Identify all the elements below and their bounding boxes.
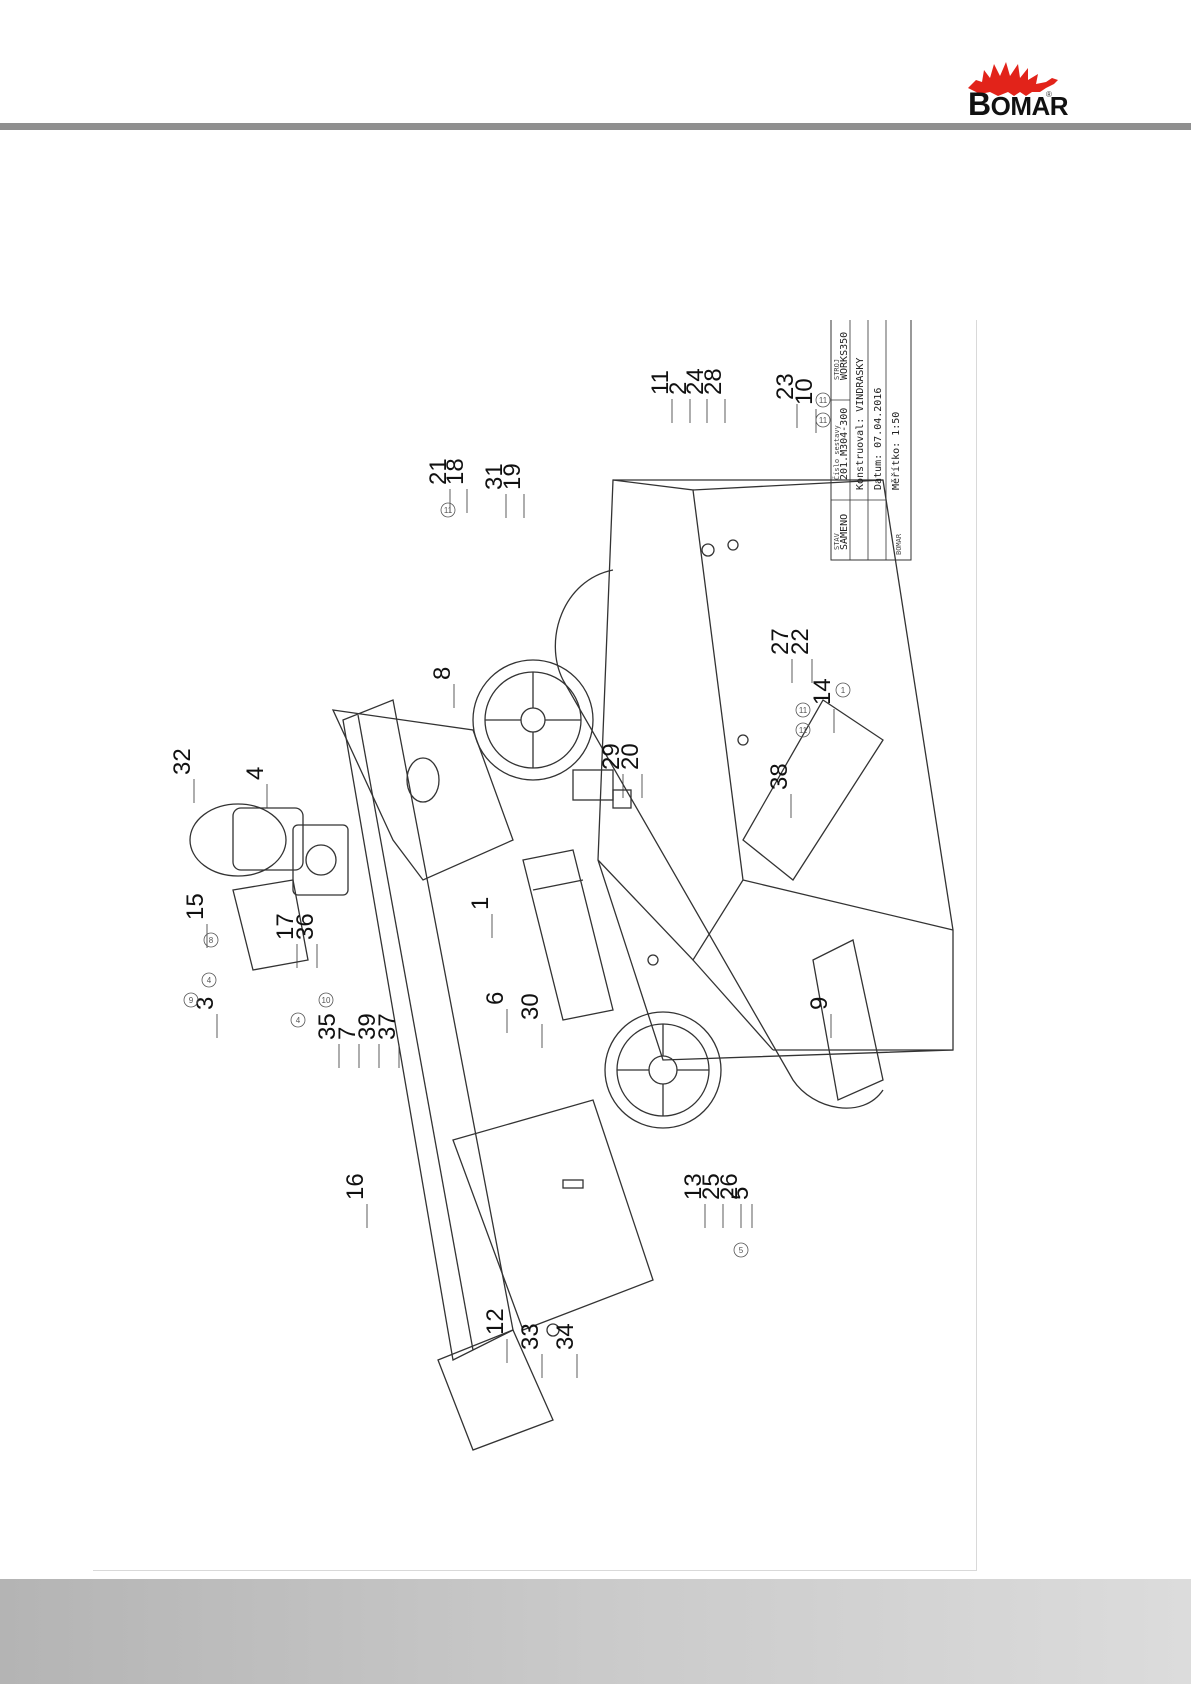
callout-28: 28 bbox=[700, 368, 727, 395]
tb-konstruoval: Konstruoval: VINDRASKY bbox=[855, 358, 866, 490]
tb-stroj: WORKS350 bbox=[839, 332, 850, 380]
brand-wordmark: BOMAR bbox=[968, 86, 1068, 123]
circled-11-d: 11 bbox=[799, 726, 808, 735]
callout-16: 16 bbox=[342, 1173, 369, 1200]
tb-logo: BOMAR bbox=[895, 533, 903, 555]
callout-30: 30 bbox=[517, 993, 544, 1020]
callout-26: 26 bbox=[716, 1173, 743, 1200]
registered-mark: ® bbox=[1046, 90, 1052, 99]
saw-band-part bbox=[555, 570, 883, 1108]
tb-meritko: Měřítko: 1:50 bbox=[890, 412, 902, 490]
callout-27: 27 bbox=[767, 628, 794, 655]
circled-11-b: 11 bbox=[819, 416, 828, 425]
circled-9: 9 bbox=[189, 996, 194, 1005]
circled-11-c: 11 bbox=[799, 706, 808, 715]
tb-stav: SAMENO bbox=[839, 514, 850, 550]
circled-11-a: 11 bbox=[819, 396, 828, 405]
callout-32: 32 bbox=[169, 748, 196, 775]
callout-11: 11 bbox=[647, 370, 674, 395]
tb-cislo: 201.M304-300 bbox=[839, 408, 850, 480]
callout-6: 6 bbox=[482, 992, 509, 1005]
circled-1: 1 bbox=[841, 686, 846, 695]
guard-plate-part bbox=[743, 700, 883, 880]
drawing-canvas: STAV SAMENO Číslo sestavy 201.M304-300 S… bbox=[93, 320, 976, 1570]
circled-11-e: 11 bbox=[444, 506, 453, 515]
circled-4-a: 4 bbox=[207, 976, 212, 985]
callout-34: 34 bbox=[552, 1323, 579, 1350]
callout-4: 4 bbox=[242, 767, 269, 780]
callout-12: 12 bbox=[482, 1308, 509, 1335]
exploded-assembly-drawing: STAV SAMENO Číslo sestavy 201.M304-300 S… bbox=[93, 320, 977, 1571]
callout-9: 9 bbox=[806, 997, 833, 1010]
motor-part bbox=[190, 804, 286, 876]
base-plate-part bbox=[453, 1100, 653, 1330]
callout-23: 23 bbox=[772, 373, 799, 400]
circled-10: 10 bbox=[322, 996, 331, 1005]
callout-21: 21 bbox=[425, 458, 452, 485]
lower-guide-part bbox=[813, 940, 883, 1100]
page-header: BOMAR ® bbox=[0, 0, 1191, 130]
callout-29: 29 bbox=[598, 743, 625, 770]
title-block: STAV SAMENO Číslo sestavy 201.M304-300 S… bbox=[831, 320, 911, 560]
callout-8: 8 bbox=[429, 667, 456, 680]
header-rule bbox=[0, 123, 1191, 130]
callout-35: 35 bbox=[314, 1013, 341, 1040]
tb-datum: Datum: 07.04.2016 bbox=[873, 388, 884, 490]
callout-14: 14 bbox=[809, 678, 836, 705]
blade-guide-part bbox=[573, 770, 613, 800]
callout-15: 15 bbox=[182, 893, 209, 920]
gearbox-part bbox=[293, 825, 348, 895]
circled-markers bbox=[184, 393, 850, 1257]
circled-5: 5 bbox=[739, 1246, 744, 1255]
circled-4-b: 4 bbox=[296, 1016, 301, 1025]
page-footer-band bbox=[0, 1579, 1191, 1684]
callout-33: 33 bbox=[517, 1323, 544, 1350]
callout-31: 31 bbox=[481, 463, 508, 490]
callout-36: 36 bbox=[292, 913, 319, 940]
circled-8: 8 bbox=[209, 936, 214, 945]
callout-3: 3 bbox=[192, 997, 219, 1010]
callout-39: 39 bbox=[354, 1013, 381, 1040]
callout-38: 38 bbox=[766, 763, 793, 790]
callout-1: 1 bbox=[467, 897, 494, 910]
